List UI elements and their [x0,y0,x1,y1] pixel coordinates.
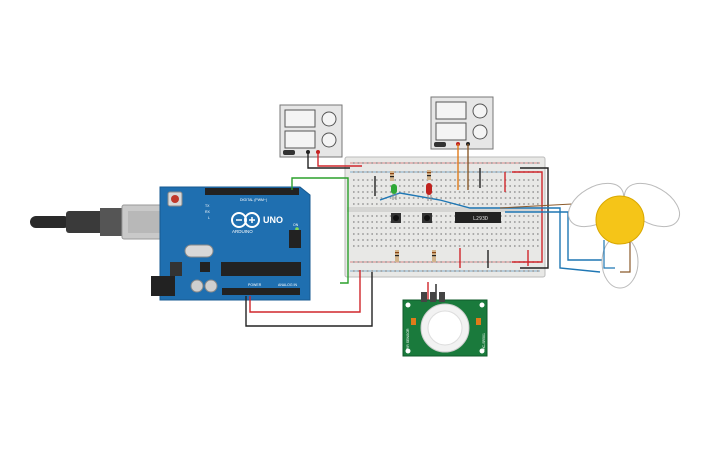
arduino-maker-text: ARDUINO [232,229,253,234]
wire-gnd [245,272,373,327]
resistor-3 [395,250,399,262]
on-label: ON [293,223,299,227]
rx-label: RX [205,210,211,214]
red-led [426,183,432,201]
wire-green-signal [291,177,349,284]
arduino-uno-text: UNO [263,215,283,225]
atmega-chip [221,262,301,276]
supply-right-switch[interactable] [434,142,446,147]
power-supply-right [430,96,494,150]
tx-label: TX [205,204,210,208]
wire-supply-left-pos [317,152,362,167]
green-led [391,184,397,200]
pir-pot-2[interactable] [476,318,481,325]
pushbutton-1[interactable] [391,213,401,223]
pir-sensor: PIR SENSOR HC-SR501 [402,292,488,357]
pushbutton-2[interactable] [422,213,432,223]
pir-pot-1[interactable] [411,318,416,325]
power-led [295,227,299,231]
breadboard [344,156,546,278]
dc-motor-fan [568,182,680,289]
ic-label: L293D [473,216,488,222]
motor-body [595,195,645,245]
wire-motor-blue-2 [505,211,608,261]
supply-left-switch[interactable] [283,150,295,155]
power-jack [151,276,175,296]
resistor-4 [432,250,436,262]
voltage-regulator [170,262,182,276]
usb-cable [30,204,169,240]
arduino-logo-icon [231,212,260,228]
digital-header [205,188,299,195]
power-label: POWER [248,283,262,287]
power-supply-left [279,104,343,158]
analog-label: ANALOG IN [278,283,298,287]
crystal [184,244,214,258]
wire-rail-vcc [512,171,543,263]
usb-chip [200,262,210,272]
pir-label-right: HC-SR501 [482,333,486,350]
arduino-uno-board: UNO ARDUINO DIGITAL (PWM~) TX RX L ON PO… [151,186,311,301]
wire-supply-left-gnd [307,152,350,169]
pir-label-left: PIR SENSOR [406,328,410,350]
wire-motor-blue [379,192,601,273]
digital-pins-label: DIGITAL (PWM~) [240,198,267,202]
capacitor-2 [204,279,218,293]
wire-5v [249,270,361,313]
power-analog-header [222,288,300,295]
resistor-1 [390,171,394,181]
reset-button[interactable] [171,195,179,203]
l293d-ic: L293D [455,212,501,223]
capacitor-1 [190,279,204,293]
icsp-header [289,230,301,248]
wires [245,144,608,327]
resistor-2 [427,170,431,180]
l-label: L [208,216,210,220]
wire-rail-gnd [520,167,549,269]
